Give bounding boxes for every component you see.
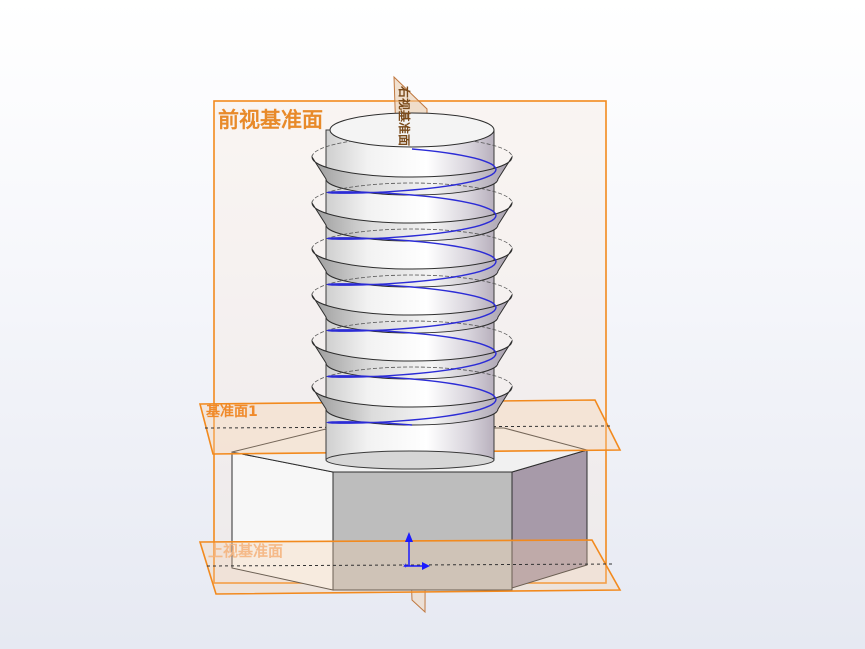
thread-rings bbox=[311, 136, 513, 426]
origin-triad-icon[interactable]: * bbox=[403, 532, 430, 573]
thread-edge bbox=[311, 320, 513, 342]
thread-edge bbox=[311, 182, 513, 204]
helix-curve-icon[interactable] bbox=[326, 148, 497, 426]
right-plane-label[interactable]: 右视基准面 bbox=[397, 85, 412, 146]
top-plane-label[interactable]: 上视基准面 bbox=[208, 542, 283, 560]
thread-edge bbox=[311, 366, 513, 388]
plane-1-label[interactable]: 基准面1 bbox=[206, 403, 258, 420]
thread-edge bbox=[311, 228, 513, 250]
threaded-shaft[interactable] bbox=[311, 112, 513, 470]
front-plane-label[interactable]: 前视基准面 bbox=[218, 108, 323, 132]
svg-text:*: * bbox=[403, 563, 408, 573]
thread-edge bbox=[311, 274, 513, 296]
top-plane[interactable] bbox=[198, 539, 622, 595]
